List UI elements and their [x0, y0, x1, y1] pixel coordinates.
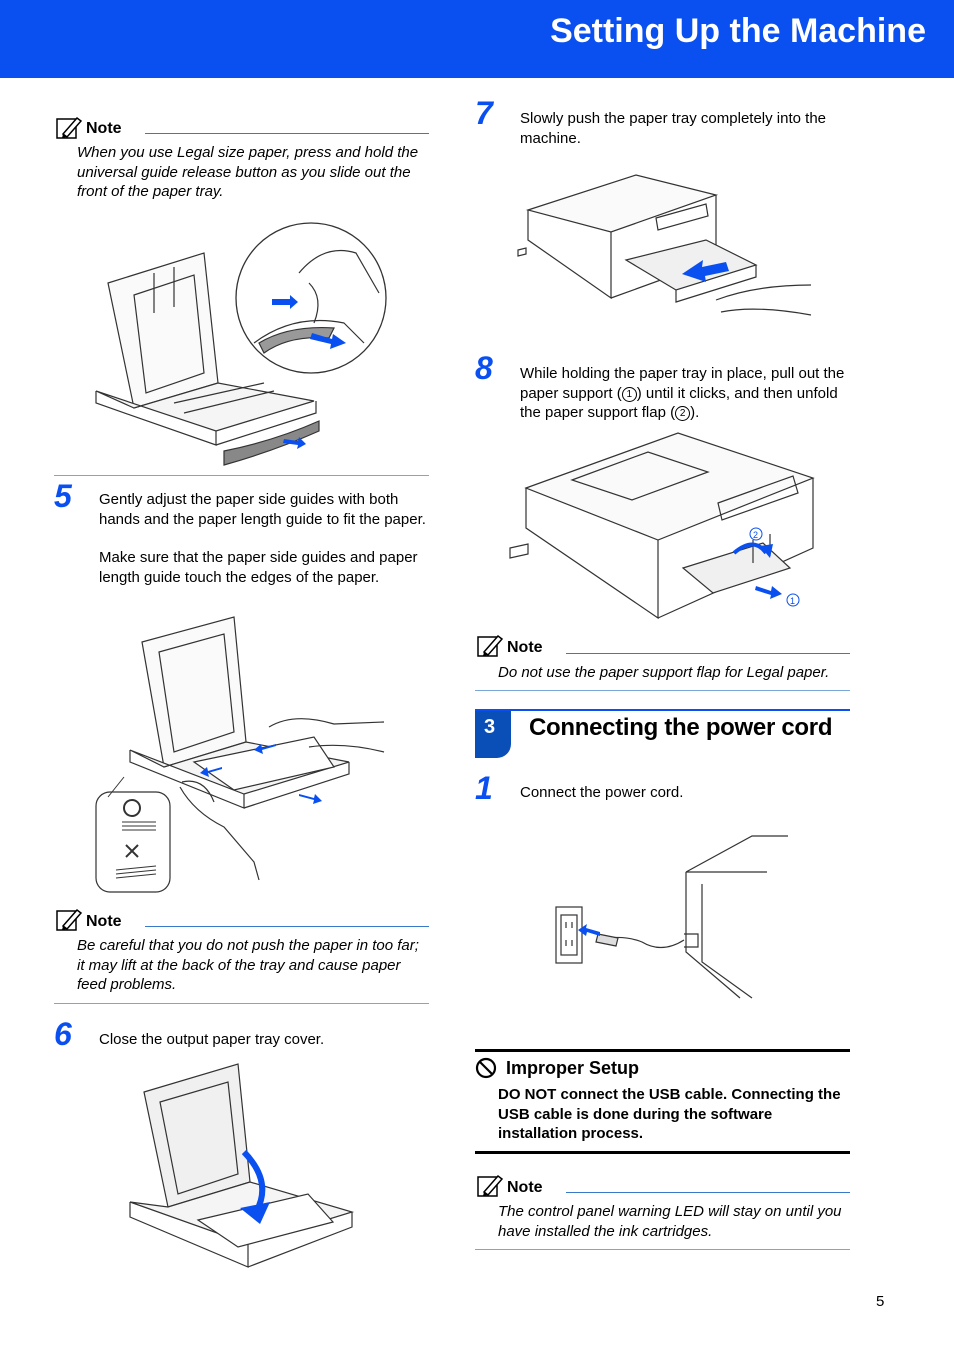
improper-title: Improper Setup: [506, 1058, 640, 1078]
prohibited-icon: [475, 1057, 497, 1084]
separator: [475, 690, 850, 691]
page-title: Setting Up the Machine: [550, 12, 926, 50]
separator: [54, 1003, 429, 1004]
page-number: 5: [876, 1293, 885, 1310]
note-icon: [55, 906, 83, 937]
step-text: Slowly push the paper tray completely in…: [520, 110, 826, 147]
improper-text: DO NOT connect the USB cable. Connecting…: [498, 1086, 841, 1142]
callout-2: 2: [753, 530, 758, 540]
note-text: Do not use the paper support flap for Le…: [498, 664, 830, 681]
step-number: 8: [475, 350, 493, 386]
separator: [54, 475, 429, 476]
section-number-tab: [475, 711, 511, 758]
note-icon: [476, 632, 504, 663]
step-number: 5: [54, 478, 72, 514]
tray-legal-figure: [94, 213, 394, 473]
improper-rule-top: [475, 1049, 850, 1052]
push-tray-figure: [516, 170, 812, 325]
note-label: Note: [507, 1179, 543, 1196]
note-icon: [55, 114, 83, 145]
paper-guides-figure: [94, 612, 394, 897]
power-cord-figure: [552, 822, 792, 1012]
step-text: Gently adjust the paper side guides with…: [99, 491, 426, 528]
note-rule: [566, 653, 850, 654]
callout-1: 1: [790, 596, 795, 606]
note-rule: [145, 926, 429, 927]
paper-support-figure: 2 1: [508, 428, 818, 624]
note-label: Note: [507, 639, 543, 656]
improper-rule-bottom: [475, 1151, 850, 1154]
step-number: 6: [54, 1016, 72, 1052]
note-icon: [476, 1172, 504, 1203]
header-bar: [0, 0, 954, 78]
section-title: Connecting the power cord: [529, 714, 833, 741]
section-rule: [475, 709, 850, 711]
step-text: Connect the power cord.: [520, 784, 684, 801]
note-text: Be careful that you do not push the pape…: [77, 937, 419, 993]
callout-marker: 2: [675, 406, 691, 421]
callout-marker: 1: [621, 386, 637, 402]
separator: [475, 1249, 850, 1250]
note-rule: [566, 1192, 850, 1193]
note-label: Note: [86, 120, 122, 137]
step-text: While holding the paper tray in place, p…: [520, 365, 845, 421]
step-number: 1: [475, 770, 493, 806]
note-label: Note: [86, 913, 122, 930]
step-number: 7: [475, 95, 493, 131]
note-text: The control panel warning LED will stay …: [498, 1203, 842, 1240]
output-tray-cover-figure: [128, 1062, 358, 1284]
section-number: 3: [484, 716, 496, 738]
step-text: Make sure that the paper side guides and…: [99, 549, 418, 586]
note-text: When you use Legal size paper, press and…: [77, 144, 419, 200]
step-text: Close the output paper tray cover.: [99, 1031, 325, 1048]
note-rule: [145, 133, 429, 134]
